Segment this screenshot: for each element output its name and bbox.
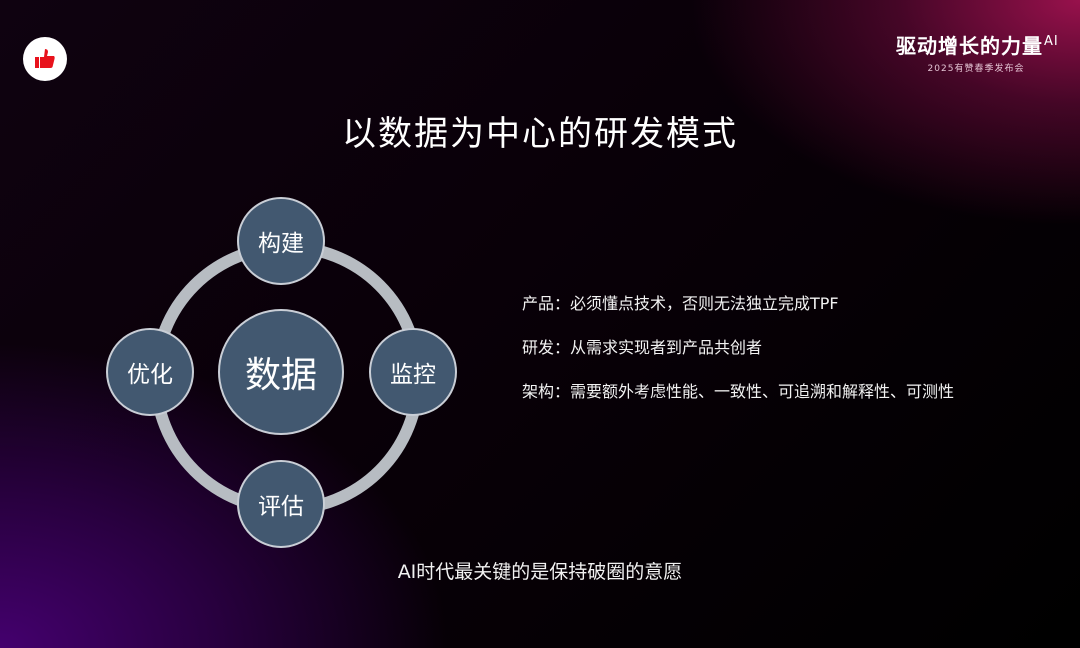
point-rnd: 研发：从需求实现者到产品共创者 (522, 338, 763, 357)
brand-title-suffix: AI (1044, 34, 1059, 50)
node-evaluate: 评估 (237, 460, 325, 548)
point-architecture: 架构：需要额外考虑性能、一致性、可追溯和解释性、可测性 (522, 382, 955, 401)
slide-footer-tagline: AI时代最关键的是保持破圈的意愿 (397, 561, 683, 583)
role-points-list: 产品：必须懂点技术，否则无法独立完成TPF 研发：从需求实现者到产品共创者 架构… (522, 293, 954, 425)
brand-title-text: 驱动增长的力量 (896, 34, 1043, 58)
node-monitor: 监控 (369, 328, 457, 416)
node-build: 构建 (237, 197, 325, 285)
point-product: 产品：必须懂点技术，否则无法独立完成TPF (522, 294, 839, 313)
event-brand: 驱动增长的力量AI 2025有赞春季发布会 (896, 30, 1059, 74)
brand-subtitle: 2025有赞春季发布会 (927, 64, 1025, 74)
logo-badge (23, 37, 67, 81)
slide-title: 以数据为中心的研发模式 (342, 114, 738, 154)
center-node-data: 数据 (218, 309, 344, 435)
thumbs-up-icon (35, 49, 55, 68)
brand-title: 驱动增长的力量AI (896, 30, 1059, 59)
node-optimize: 优化 (106, 328, 194, 416)
